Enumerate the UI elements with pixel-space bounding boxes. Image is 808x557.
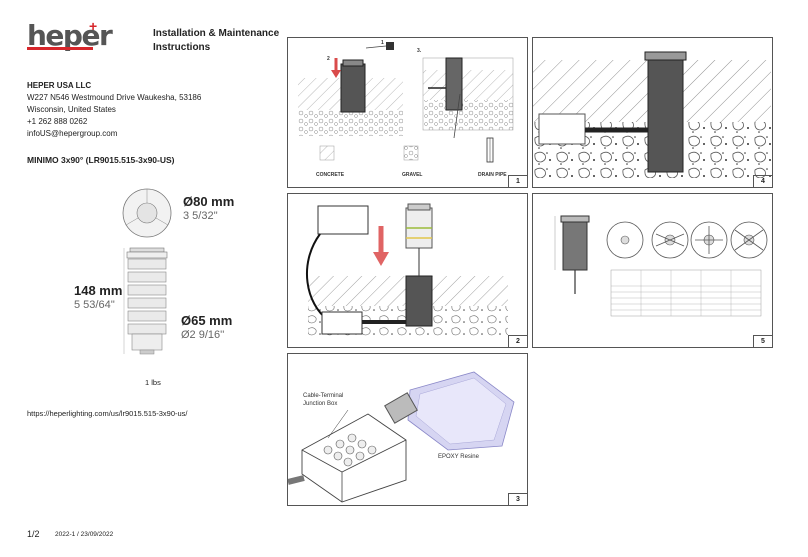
dimension-height: 148 mm 5 53/64'': [74, 284, 122, 312]
top-diameter-inch: 3 5/32'': [183, 210, 218, 222]
panel-1-step-3-label: 3.: [417, 48, 422, 54]
panel-1-illustration: [298, 42, 514, 163]
page-number: 1/2: [27, 529, 40, 539]
company-email[interactable]: infoUS@hepergroup.com: [27, 129, 118, 138]
body-diameter-mm: Ø65 mm: [181, 313, 233, 328]
panel-3-junction-label-line-2: Junction Box: [303, 401, 338, 407]
panel-3-number: 3: [508, 493, 527, 505]
height-mm: 148 mm: [74, 283, 123, 298]
panel-step-2: 2: [287, 193, 528, 348]
document-title-line-2: Instructions: [153, 42, 211, 53]
company-address: HEPER USA LLC W227 N546 Westmound Drive …: [27, 80, 201, 140]
product-title: MINIMO 3x90° (LR9015.515-3x90-US): [27, 155, 175, 165]
panel-1-step-2-label: 2: [327, 56, 330, 62]
panel-2-number: 2: [508, 335, 527, 347]
panel-step-1: 2 1 3. CONCRETE GRAVEL DRAIN PIPE 1: [287, 37, 528, 188]
panel-3-illustration: [288, 371, 515, 503]
top-diameter-mm: Ø80 mm: [183, 194, 235, 209]
panel-1-number: 1: [508, 175, 527, 187]
company-region: Wisconsin, United States: [27, 105, 116, 114]
body-diameter-inch: Ø2 9/16'': [181, 329, 225, 341]
brand-underline: [27, 47, 93, 50]
brand-plus-mark: +: [89, 18, 98, 34]
panel-1-gravel-label: GRAVEL: [402, 172, 423, 178]
panel-5-number: 5: [753, 335, 772, 347]
panel-3-junction-label-line-1: Cable-Terminal: [303, 393, 344, 399]
panel-step-4: 4: [532, 37, 773, 188]
company-name: HEPER USA LLC: [27, 81, 92, 90]
panel-step-3: Cable-Terminal Junction Box EPOXY Resine…: [287, 353, 528, 506]
panel-3-epoxy-label: EPOXY Resine: [438, 454, 479, 460]
panel-3-junction-box-label: Cable-Terminal Junction Box: [303, 392, 343, 408]
panel-4-illustration: [533, 51, 771, 178]
height-inch: 5 53/64'': [74, 299, 115, 311]
company-street: W227 N546 Westmound Drive Waukesha, 5318…: [27, 93, 202, 102]
panel-2-illustration: [306, 203, 508, 336]
panel-4-number: 4: [753, 175, 772, 187]
panel-5-illustration: [554, 215, 768, 317]
product-weight: 1 lbs: [145, 378, 161, 387]
brand-logo: heper: [27, 19, 113, 52]
panel-1-concrete-label: CONCRETE: [316, 172, 345, 178]
product-drawing: [122, 188, 172, 355]
dimension-top-diameter: Ø80 mm 3 5/32'': [183, 195, 234, 223]
company-phone: +1 262 888 0262: [27, 117, 88, 126]
product-url[interactable]: https://heperlighting.com/us/lr9015.515-…: [27, 409, 188, 418]
dimension-body-diameter: Ø65 mm Ø2 9/16'': [181, 314, 232, 342]
panel-1-drain-pipe-label: DRAIN PIPE: [478, 172, 507, 178]
panel-step-5: 5: [532, 193, 773, 348]
document-version: 2022-1 / 23/09/2022: [55, 531, 114, 538]
panel-1-step-1-label: 1: [381, 40, 384, 46]
document-title-line-1: Installation & Maintenance: [153, 28, 280, 39]
document-title: Installation & Maintenance Instructions: [153, 27, 279, 55]
